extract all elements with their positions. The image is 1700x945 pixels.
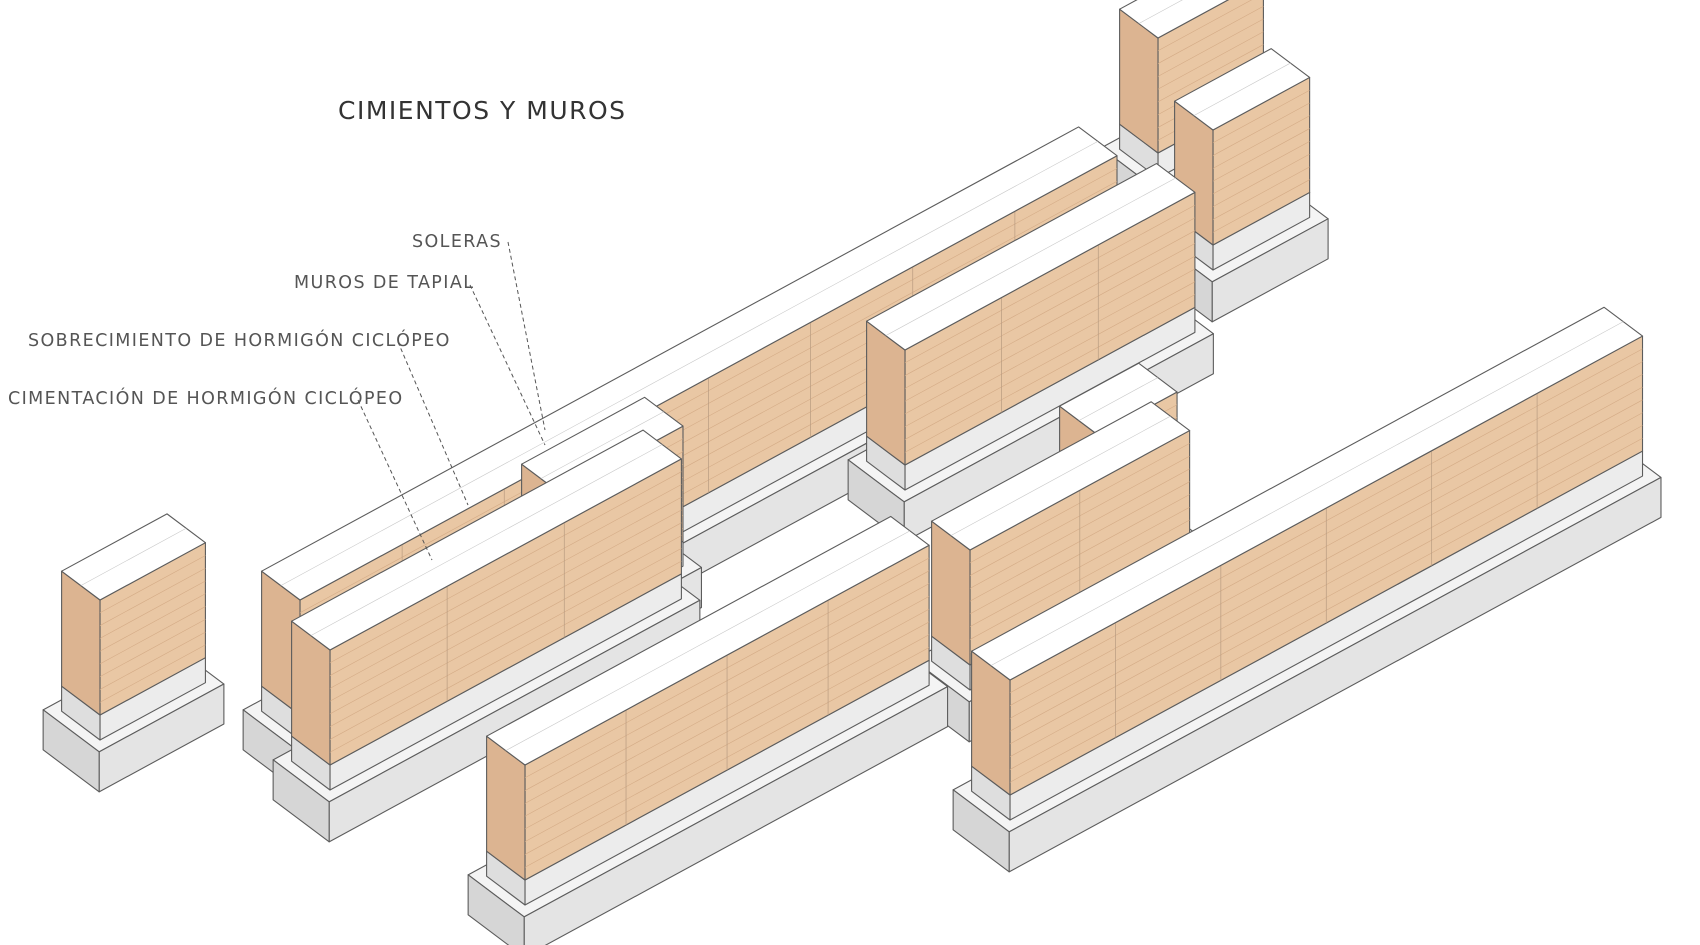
solera-center-line [990,321,1624,666]
tapial-course [329,535,682,727]
tapial-course [99,580,206,639]
solera-center-line [540,411,664,479]
leader-muros-de-tapial [469,284,546,446]
tapial-course [329,471,682,664]
tapial-course [329,560,682,753]
leader-cimentacion [357,399,433,561]
tapial-course [1157,5,1264,64]
label-cimentacion: CIMENTACIÓN DE HORMIGÓN CICLÓPEO [8,389,404,409]
tapial-course [1212,153,1310,207]
solera-center-line [1193,62,1291,116]
tapial-course [904,243,1196,402]
wall-left-tower [42,513,225,793]
cimentacion-end [42,709,100,793]
tapial-course [1157,18,1264,77]
wall-front-middle [467,515,949,945]
solera-center-line [1138,0,1183,24]
cimentacion-end [272,759,330,843]
tapial-course [1212,89,1310,144]
solera-center-line [1078,377,1159,421]
walls-layer [42,0,1662,945]
tapial-course [99,593,206,652]
tapial-course [99,631,206,690]
tapial-course [904,281,1196,440]
solera-center-line [280,141,1098,586]
tapial-course [904,294,1196,453]
leader-soleras [507,241,546,431]
tapial-course [1212,166,1310,220]
cimentacion-end [467,874,525,945]
tapial-course [1212,128,1310,182]
tapial-course [99,567,206,626]
solera-top [1119,0,1230,39]
solera-center-line [505,530,911,751]
tapial-course [1212,141,1310,195]
tapial-course [1212,102,1310,156]
tapial-course [904,217,1196,376]
tapial-course [99,555,206,614]
leader-lines [357,241,546,561]
tapial-course [329,484,682,676]
tapial-course [1212,115,1310,169]
tapial-course [1157,0,1253,52]
tapial-course [99,606,206,665]
cimentacion-end [952,789,1010,873]
leader-sobrecimiento [397,341,469,506]
label-sobrecimiento: SOBRECIMIENTO DE HORMIGÓN CICLÓPEO [28,331,451,351]
label-muros-de-tapial: MUROS DE TAPIAL [294,273,475,293]
solera-center-line [885,177,1176,336]
drawing-title: CIMIENTOS Y MUROS [338,96,627,125]
tapial-course [1157,31,1264,90]
wall-front-right [952,306,1662,873]
solera-center-line [80,528,187,586]
tapial-course [329,522,682,715]
tapial-course [329,496,682,689]
tapial-course [1157,44,1264,103]
tapial-course [904,255,1196,415]
solera-center-line [950,415,1171,536]
tapial-course [904,204,1196,364]
label-soleras: SOLERAS [412,232,503,252]
tapial-course [1212,179,1310,233]
wall-right-wing-end [1155,48,1329,323]
tapial-course [99,644,206,703]
tapial-course [904,230,1196,389]
tapial-course [329,509,682,702]
tapial-course [99,619,206,677]
tapial-course [904,268,1196,427]
solera-center-line [310,444,663,636]
tapial-course [329,548,682,740]
